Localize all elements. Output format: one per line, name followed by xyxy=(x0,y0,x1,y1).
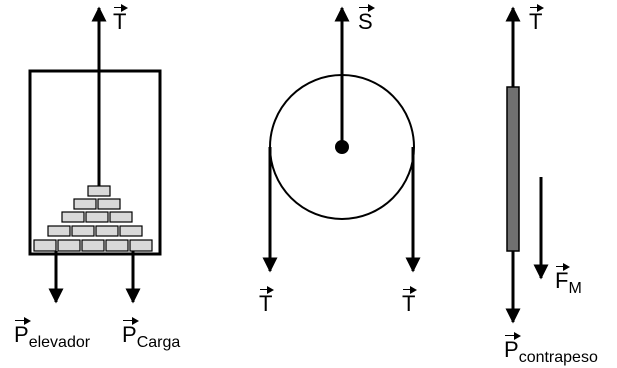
counterweight-bar xyxy=(506,86,520,252)
motor-force-subscript: M xyxy=(568,280,582,297)
cargo-bricks xyxy=(33,185,153,252)
pulley-support-symbol: S xyxy=(358,4,375,33)
counterweight-tension-label: T xyxy=(529,4,545,33)
counterweight-weight-label: Pcontrapeso xyxy=(504,332,598,366)
elevator-tension-label: T xyxy=(113,4,129,33)
counterweight-weight-symbol: P xyxy=(504,332,521,361)
pulley-tension-right-label: T xyxy=(402,286,418,315)
cargo-weight-label: PCarga xyxy=(122,317,180,351)
counterweight-tension-symbol: T xyxy=(529,4,545,33)
elevator-weight-symbol: P xyxy=(14,317,31,346)
elevator-tension-symbol: T xyxy=(113,4,129,33)
elevator-weight-label: Pelevador xyxy=(14,317,90,351)
pulley-tension-left-symbol: T xyxy=(259,286,275,315)
pulley-tension-left-label: T xyxy=(259,286,275,315)
motor-force-label: FM xyxy=(555,263,582,297)
pulley-tension-right-symbol: T xyxy=(402,286,418,315)
elevator-weight-subscript: elevador xyxy=(28,334,91,351)
cargo-weight-subscript: Carga xyxy=(136,334,181,351)
cargo-weight-symbol: P xyxy=(122,317,139,346)
elevator-box xyxy=(28,69,162,256)
pulley-support-label: S xyxy=(358,4,375,33)
motor-force-symbol: F xyxy=(555,263,571,292)
counterweight-weight-subscript: contrapeso xyxy=(518,349,598,366)
